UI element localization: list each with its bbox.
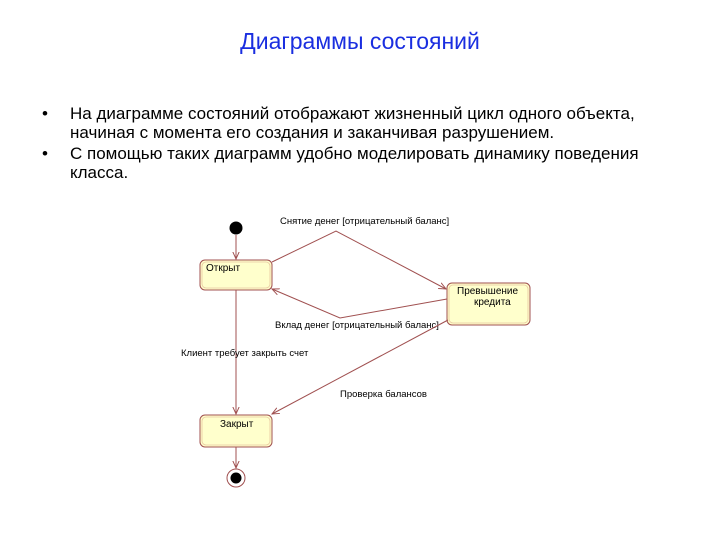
bullet-item: • С помощью таких диаграмм удобно модели…	[40, 144, 690, 182]
state-closed: Закрыт	[199, 414, 273, 448]
transition-balance-check-label: Проверка балансов	[340, 389, 427, 400]
transition-withdraw	[271, 230, 446, 289]
state-open-label: Открыт	[206, 263, 240, 274]
bullet-text: На диаграмме состояний отображают жизнен…	[70, 104, 635, 142]
transition-deposit	[272, 289, 448, 319]
transition-deposit-label: Вклад денег [отрицательный баланс]	[275, 320, 439, 331]
transition-close-request-label: Клиент требует закрыть счет	[181, 348, 309, 359]
state-open: Открыт	[199, 259, 273, 291]
transition-withdraw-label: Снятие денег [отрицательный баланс]	[280, 216, 449, 227]
bullet-icon: •	[42, 104, 48, 123]
initial-state	[229, 221, 243, 235]
slide-title: Диаграммы состояний	[240, 28, 480, 54]
bullet-text: С помощью таких диаграмм удобно моделиро…	[70, 144, 639, 182]
bullet-item: • На диаграмме состояний отображают жизн…	[40, 104, 690, 142]
bullet-list: • На диаграмме состояний отображают жизн…	[40, 104, 690, 184]
bullet-icon: •	[42, 144, 48, 163]
state-overdraft: Превышение кредита	[446, 282, 531, 326]
state-closed-label: Закрыт	[220, 419, 254, 430]
state-overdraft-label-1: Превышение	[457, 286, 519, 297]
transition-balance-check	[272, 319, 449, 414]
final-state	[226, 468, 246, 488]
state-overdraft-label-2: кредита	[474, 297, 511, 308]
